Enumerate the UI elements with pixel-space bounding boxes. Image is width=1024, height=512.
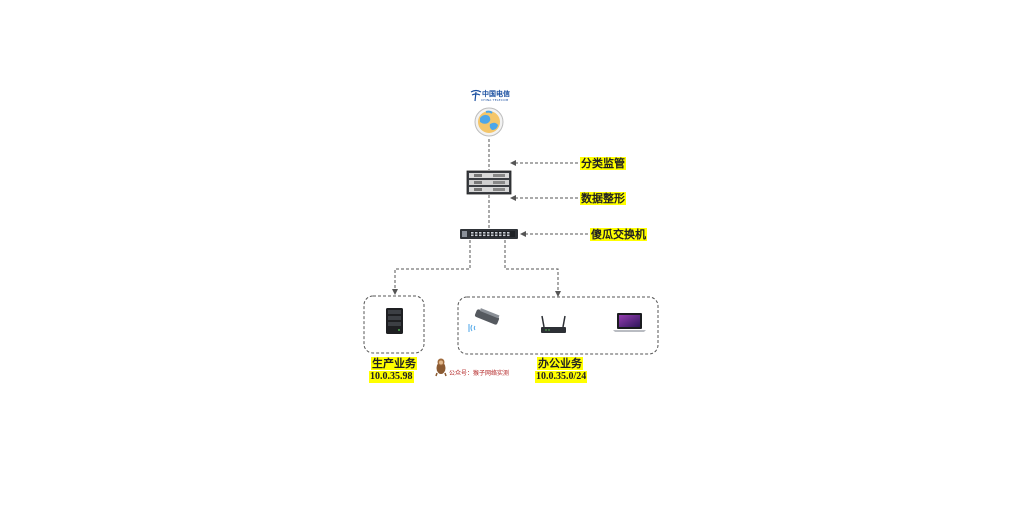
- office-group-box: [457, 296, 659, 355]
- monkey-mascot-icon: [435, 358, 447, 377]
- isp-brand-name-en: CHINA TELECOM: [481, 98, 509, 102]
- camera-icon: [468, 308, 500, 332]
- label-unmanaged-switch: 傻瓜交换机: [590, 228, 647, 241]
- production-group-name: 生产业务: [371, 357, 417, 370]
- laptop-icon: [613, 313, 646, 332]
- wifi-router-icon: [541, 315, 566, 333]
- office-group-name: 办公业务: [537, 357, 583, 370]
- unmanaged-switch-icon: [460, 229, 518, 239]
- office-group-ip: 10.0.35.0/24: [535, 371, 588, 383]
- link-switch-office: [504, 240, 561, 297]
- internet-globe-icon: [474, 107, 504, 137]
- server-tower-icon: [386, 308, 403, 334]
- traffic-shaping-device-icon: [466, 170, 512, 195]
- label-data-shaping: 数据整形: [580, 192, 626, 205]
- link-switch-production: [392, 240, 471, 295]
- production-group-box: [363, 295, 425, 354]
- watermark-text: 公众号：猴子网络实测: [449, 370, 510, 377]
- production-group-ip: 10.0.35.98: [369, 371, 414, 383]
- china-telecom-logo-icon: [470, 89, 482, 102]
- label-classification-monitoring: 分类监管: [580, 157, 626, 170]
- isp-brand-name: 中国电信: [482, 90, 510, 98]
